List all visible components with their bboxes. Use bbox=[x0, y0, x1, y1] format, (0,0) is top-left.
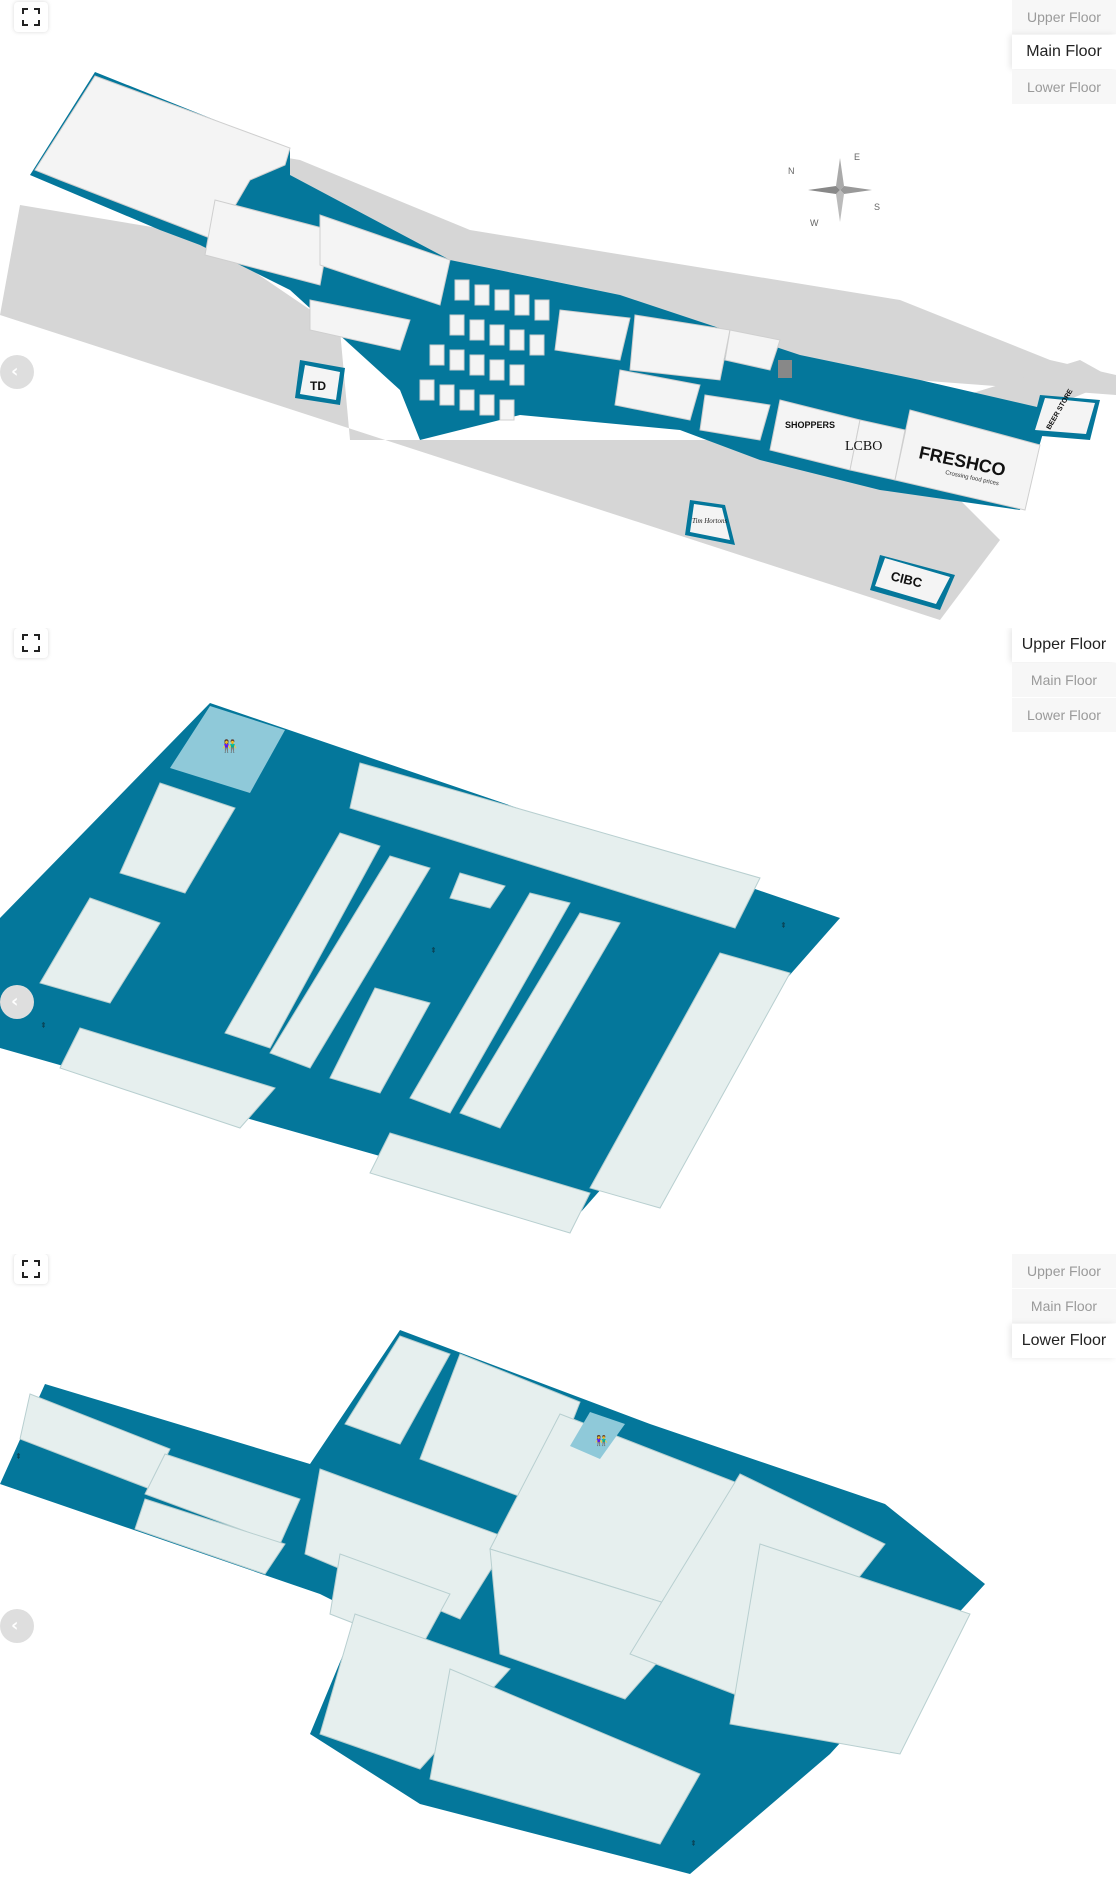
compass-w: W bbox=[810, 218, 819, 228]
store-block bbox=[629, 314, 731, 381]
restroom-icon: 👫 bbox=[595, 1434, 608, 1447]
lower-floor-corridor bbox=[0, 1330, 985, 1874]
chevron-left-icon: ‹ bbox=[11, 361, 19, 382]
upper-floor-panel[interactable]: 👫 ⇞ ⇞ ⇞ ‹ Upper Floor Main Floor Lower F… bbox=[0, 628, 1116, 1254]
compass-e: E bbox=[854, 152, 860, 162]
td-pad-inner bbox=[300, 365, 340, 400]
store-block bbox=[309, 299, 411, 351]
store-block bbox=[699, 394, 771, 441]
store-block bbox=[319, 214, 451, 306]
escalator-icon: ⇞ bbox=[40, 1021, 47, 1030]
parking-lot bbox=[0, 205, 1000, 620]
expand-icon bbox=[22, 8, 40, 26]
expand-icon bbox=[22, 1260, 40, 1278]
back-button[interactable]: ‹ bbox=[0, 985, 34, 1019]
expand-icon bbox=[22, 634, 40, 652]
central-store-grid bbox=[419, 279, 550, 421]
store-block bbox=[554, 309, 631, 361]
store-block bbox=[614, 369, 701, 421]
store-block bbox=[724, 329, 781, 371]
lcbo-logo: LCBO bbox=[845, 439, 882, 454]
back-button[interactable]: ‹ bbox=[0, 355, 34, 389]
compass-n: N bbox=[788, 166, 795, 176]
lower-floor-button[interactable]: Lower Floor bbox=[1012, 698, 1116, 732]
main-floor-panel[interactable]: TD SHOPPERS LCBO FRESHCO Crossing food p… bbox=[0, 0, 1116, 628]
fullscreen-button[interactable] bbox=[14, 628, 48, 658]
parking-lot bbox=[240, 150, 1116, 395]
service-marker bbox=[778, 360, 792, 378]
main-floor-button[interactable]: Main Floor bbox=[1012, 1289, 1116, 1323]
lower-floor-button[interactable]: Lower Floor bbox=[1012, 1324, 1116, 1358]
chevron-left-icon: ‹ bbox=[11, 991, 19, 1012]
cibc-pad-inner bbox=[875, 558, 950, 604]
tim-hortons-logo: Tim Hortons bbox=[692, 517, 727, 525]
back-button[interactable]: ‹ bbox=[0, 1609, 34, 1643]
upper-floor-button[interactable]: Upper Floor bbox=[1012, 0, 1116, 34]
upper-store-blocks bbox=[39, 762, 791, 1234]
lower-floor-button[interactable]: Lower Floor bbox=[1012, 70, 1116, 104]
fullscreen-button[interactable] bbox=[14, 2, 48, 32]
compass-s: S bbox=[874, 202, 880, 212]
shoppers-logo: SHOPPERS bbox=[785, 420, 835, 430]
escalator-icon: ⇞ bbox=[15, 1452, 22, 1461]
upper-floor-map[interactable]: 👫 ⇞ ⇞ ⇞ bbox=[0, 628, 1116, 1254]
fullscreen-button[interactable] bbox=[14, 1254, 48, 1284]
store-block bbox=[204, 199, 331, 286]
td-logo: TD bbox=[310, 379, 326, 393]
main-floor-button[interactable]: Main Floor bbox=[1012, 663, 1116, 697]
upper-floor-button[interactable]: Upper Floor bbox=[1012, 628, 1116, 662]
mall-corridor bbox=[30, 72, 1050, 510]
compass-icon: N E S W bbox=[788, 152, 880, 228]
escalator-icon: ⇞ bbox=[780, 921, 787, 930]
main-floor-map[interactable]: TD SHOPPERS LCBO FRESHCO Crossing food p… bbox=[0, 0, 1116, 628]
chevron-left-icon: ‹ bbox=[11, 1615, 19, 1636]
lower-floor-panel[interactable]: 👫 ⇞ ⇞ ‹ Upper Floor Main Floor Lower Flo… bbox=[0, 1254, 1116, 1884]
floor-selector: Upper Floor Main Floor Lower Floor bbox=[1012, 1254, 1116, 1359]
main-floor-button[interactable]: Main Floor bbox=[1012, 35, 1116, 69]
escalator-icon: ⇞ bbox=[690, 1839, 697, 1848]
restroom bbox=[170, 706, 285, 793]
beer-store-pad-inner bbox=[1035, 398, 1095, 434]
freshco-store bbox=[894, 409, 1041, 511]
restroom bbox=[570, 1412, 625, 1459]
lower-store-blocks bbox=[19, 1335, 971, 1845]
upper-floor-button[interactable]: Upper Floor bbox=[1012, 1254, 1116, 1288]
escalator-icon: ⇞ bbox=[430, 946, 437, 955]
restroom-icon: 👫 bbox=[222, 739, 237, 753]
lower-floor-map[interactable]: 👫 ⇞ ⇞ bbox=[0, 1254, 1116, 1884]
floor-selector: Upper Floor Main Floor Lower Floor bbox=[1012, 628, 1116, 733]
tim-hortons-pad-inner bbox=[690, 504, 730, 540]
floor-selector: Upper Floor Main Floor Lower Floor bbox=[1012, 0, 1116, 105]
